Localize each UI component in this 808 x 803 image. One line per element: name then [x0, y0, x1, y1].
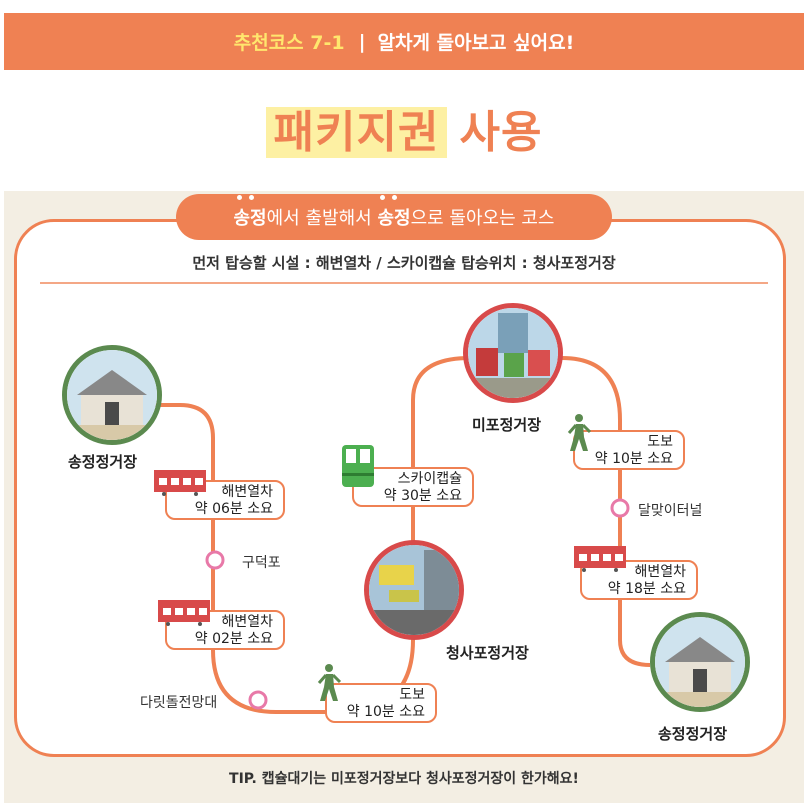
stop-label-dalmaji: 달맞이터널 [638, 503, 703, 519]
segment-walk-2-time: 약 10분 소요 [594, 451, 673, 467]
segment-walk-1-mode: 도보 [399, 687, 425, 703]
first-boarding-info: 먼저 탑승할 시설 : 해변열차 / 스카이캡슐 탑승위치 : 청사포정거장 [192, 254, 616, 272]
segment-capsule-mode: 스카이캡슐 [397, 471, 462, 487]
segment-train-2-time: 약 02분 소요 [194, 631, 273, 647]
segment-walk-2-mode: 도보 [647, 434, 673, 450]
station-label-songjeong-end: 송정정거장 [658, 725, 728, 743]
stop-label-gudeokpo: 구덕포 [242, 555, 281, 571]
segment-train-3-time: 약 18분 소요 [607, 581, 686, 597]
station-label-songjeong-start: 송정정거장 [68, 453, 138, 471]
route-description-pill: 송정 에서 출발해서 송정 으로 돌아오는 코스 [176, 194, 612, 240]
walking-person-icon [567, 414, 592, 451]
walking-person-icon [317, 664, 342, 701]
train-icon [574, 546, 626, 572]
songjeong-end-photo [650, 612, 750, 712]
songjeong-start-photo [62, 345, 162, 445]
train-icon [154, 470, 206, 496]
segment-train-2-mode: 해변열차 [221, 614, 273, 630]
segment-walk-1: 도보 약 10분 소요 [325, 683, 437, 723]
course-subtitle: 알차게 돌아보고 싶어요! [377, 32, 575, 54]
segment-train-1-mode: 해변열차 [221, 484, 273, 500]
segment-capsule-time: 약 30분 소요 [383, 488, 462, 504]
segment-train-1: 해변열차 약 06분 소요 [165, 480, 285, 520]
train-icon [158, 600, 210, 626]
tip-text: TIP. 캡슐대기는 미포정거장보다 청사포정거장이 한가해요! [229, 771, 579, 787]
stop-marker-gudeokpo [205, 550, 225, 570]
title-rest: 사용 [459, 107, 543, 158]
route-path [113, 356, 651, 714]
segment-walk-2: 도보 약 10분 소요 [573, 430, 685, 470]
stop-marker-darit [248, 690, 268, 710]
segment-walk-1-time: 약 10분 소요 [346, 704, 425, 720]
station-label-cheongsapo: 청사포정거장 [446, 644, 529, 662]
sky-capsule-icon [342, 445, 374, 487]
course-number: 추천코스 7-1 [233, 32, 345, 54]
route-start-emphasis: 송정 [234, 195, 267, 230]
route-end-emphasis: 송정 [377, 195, 411, 230]
stop-marker-dalmaji [610, 498, 630, 518]
cheongsapo-photo [364, 540, 464, 640]
title-highlight: 패키지권 [265, 107, 448, 158]
mipo-photo [463, 303, 563, 403]
segment-capsule: 스카이캡슐 약 30분 소요 [352, 467, 474, 507]
route-text-2: 으로 돌아오는 코스 [410, 208, 555, 229]
segment-train-3-mode: 해변열차 [634, 564, 686, 580]
station-label-mipo: 미포정거장 [472, 416, 542, 434]
segment-train-1-time: 약 06분 소요 [194, 501, 273, 517]
header-separator: | [358, 30, 366, 53]
route-text-1: 에서 출발해서 [266, 208, 378, 229]
stop-label-darit: 다릿돌전망대 [140, 695, 218, 711]
course-header-bar: 추천코스 7-1 | 알차게 돌아보고 싶어요! [4, 13, 804, 70]
divider-line [40, 282, 768, 284]
